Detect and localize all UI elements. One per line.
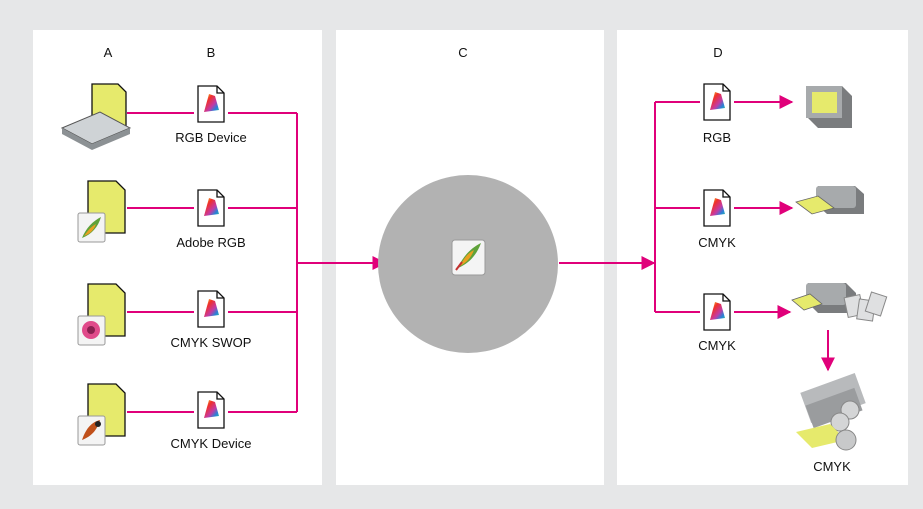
- output-label-cmyk: CMYK: [698, 235, 736, 250]
- column-label-d: D: [713, 45, 723, 60]
- column-label-c: C: [458, 45, 468, 60]
- profile-label-adobe-rgb: Adobe RGB: [176, 235, 246, 250]
- monitor-icon: [806, 86, 852, 128]
- output-connectors: [559, 95, 835, 372]
- desktop-press-icon: [791, 283, 888, 322]
- flower-document-icon: [77, 283, 126, 346]
- profile-label-cmyk-device: CMYK Device: [170, 436, 252, 451]
- column-label-a: A: [103, 45, 113, 60]
- profile-doc-icon: [197, 290, 225, 328]
- bird-document-icon: [77, 383, 126, 446]
- profile-doc-icon: [197, 189, 225, 227]
- profile-doc-icon: [197, 391, 225, 429]
- output-label-cmyk-2: CMYK: [698, 338, 736, 353]
- feather-document-icon: [77, 180, 126, 243]
- profile-label-rgb-device: RGB Device: [175, 130, 247, 145]
- input-connectors: [127, 112, 387, 413]
- profile-label-cmyk-swop: CMYK SWOP: [170, 335, 252, 350]
- scanner-icon: [60, 83, 132, 150]
- press-output-label: CMYK: [813, 459, 851, 474]
- color-engine-icon: [451, 239, 486, 276]
- panel-sources: [33, 30, 322, 485]
- profile-doc-icon: [197, 85, 225, 123]
- profile-doc-icon: [703, 293, 731, 331]
- profile-doc-icon: [703, 83, 731, 121]
- column-label-b: B: [206, 45, 216, 60]
- press-rollers-icon: [796, 373, 866, 451]
- printer-icon: [795, 186, 864, 215]
- output-label-rgb: RGB: [702, 130, 732, 145]
- panel-outputs: [617, 30, 908, 485]
- profile-doc-icon: [703, 189, 731, 227]
